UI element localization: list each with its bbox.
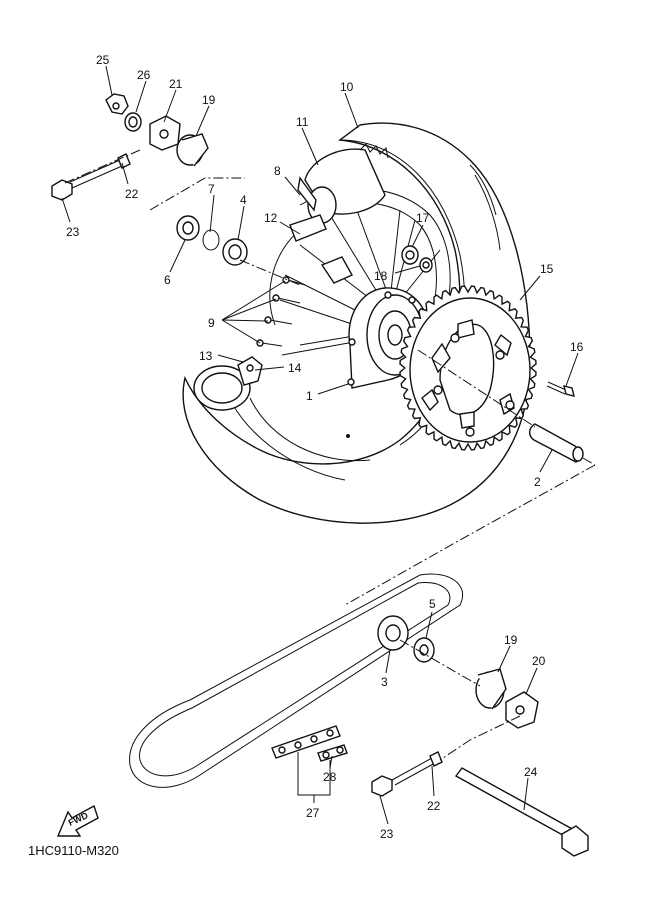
callout-5: 5 <box>429 597 436 611</box>
callout-23-lower: 23 <box>380 827 394 841</box>
callout-23: 23 <box>66 225 80 239</box>
callout-20: 20 <box>532 654 546 668</box>
callout-2: 2 <box>534 475 541 489</box>
callout-27: 27 <box>306 806 320 820</box>
lower-hardware <box>371 615 589 857</box>
sprocket <box>399 285 537 451</box>
fwd-arrow-icon: FWD <box>56 804 99 837</box>
spoke-bolts <box>256 276 306 347</box>
callout-28: 28 <box>323 770 337 784</box>
leader-lines <box>61 65 579 825</box>
callout-22: 22 <box>125 187 139 201</box>
bolt-and-collar <box>528 381 584 463</box>
brake-disc <box>193 356 263 411</box>
callout-15: 15 <box>540 262 554 276</box>
bearings-upper <box>176 215 433 273</box>
callout-12: 12 <box>264 211 278 225</box>
callout-10: 10 <box>340 80 354 94</box>
callout-13: 13 <box>199 349 213 363</box>
callout-4: 4 <box>240 193 247 207</box>
callout-16: 16 <box>570 340 584 354</box>
left-hardware <box>51 93 209 201</box>
phantom-lines <box>64 149 596 761</box>
callout-14: 14 <box>288 361 302 375</box>
collar-and-pads <box>289 143 389 284</box>
callout-9: 9 <box>208 316 215 330</box>
callout-8: 8 <box>274 164 281 178</box>
callout-26: 26 <box>137 68 151 82</box>
callout-19: 19 <box>202 93 216 107</box>
callout-6: 6 <box>164 273 171 287</box>
callout-24: 24 <box>524 765 538 779</box>
callout-21: 21 <box>169 77 183 91</box>
callout-25: 25 <box>96 53 110 67</box>
callout-7: 7 <box>208 182 215 196</box>
callout-22-lower: 22 <box>427 799 441 813</box>
callout-19-lower: 19 <box>504 633 518 647</box>
callout-3: 3 <box>381 675 388 689</box>
callout-17: 17 <box>416 211 430 225</box>
callout-1: 1 <box>306 389 313 403</box>
diagram-code: 1HC9110-M320 <box>28 843 119 858</box>
callout-11: 11 <box>296 115 309 129</box>
callout-18: 18 <box>374 269 388 283</box>
callout-labels: 25 26 21 19 10 11 8 22 23 7 4 12 17 18 6… <box>66 53 584 841</box>
drive-chain <box>129 573 463 788</box>
chain-joints <box>271 725 348 762</box>
